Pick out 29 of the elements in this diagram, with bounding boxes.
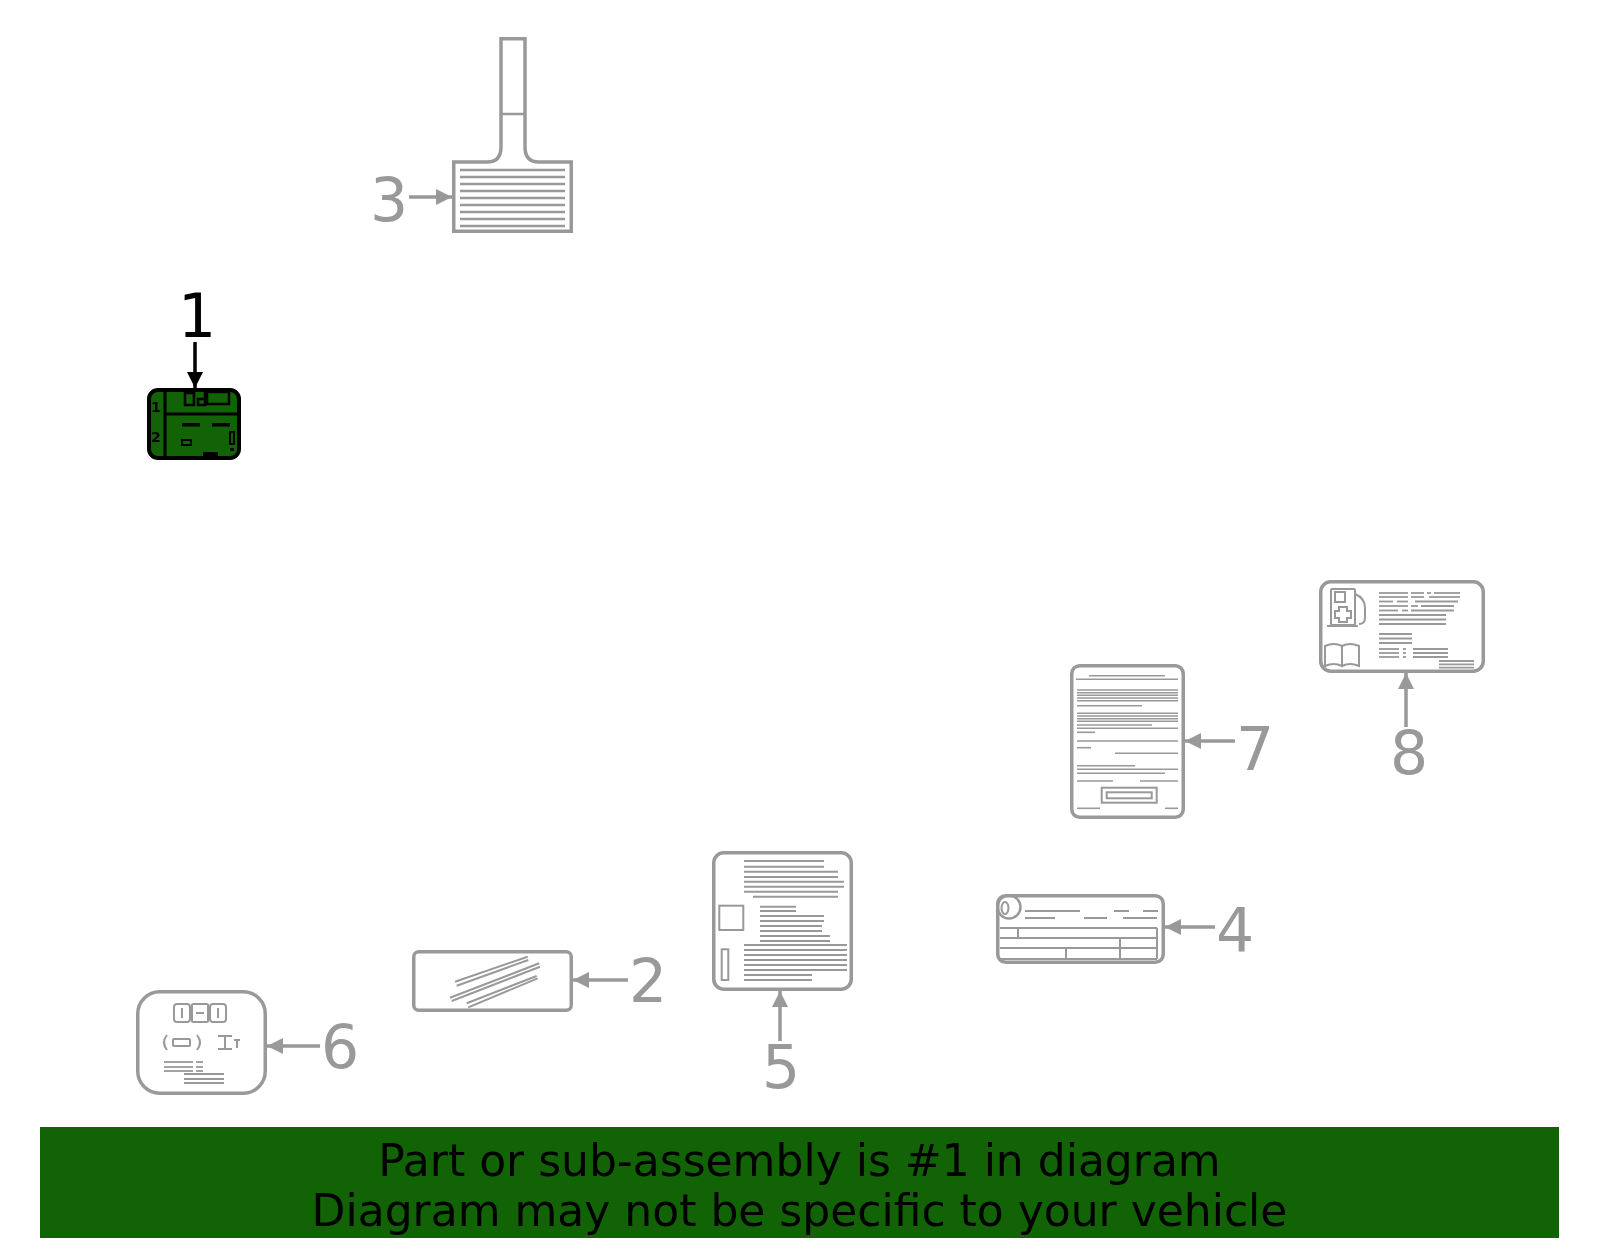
label-drawing bbox=[136, 990, 267, 1095]
leader-arrow bbox=[409, 189, 452, 205]
label-drawing bbox=[996, 894, 1165, 964]
callout-number: 7 bbox=[1235, 723, 1275, 775]
leader-arrow bbox=[1165, 919, 1215, 935]
printed-digit: 1 bbox=[151, 400, 161, 414]
callout-number: 4 bbox=[1215, 904, 1255, 956]
label-drawing bbox=[412, 950, 573, 1012]
printed-digit: 2 bbox=[151, 430, 161, 444]
callout-number: 1 bbox=[177, 290, 217, 342]
banner-text: Diagram may not be specific to your vehicle bbox=[311, 1186, 1288, 1236]
tag-drawing bbox=[452, 37, 573, 233]
leader-arrow bbox=[187, 342, 203, 388]
label-drawing bbox=[1319, 580, 1485, 673]
label-drawing bbox=[712, 851, 853, 991]
leader-arrow bbox=[267, 1038, 320, 1054]
notice-banner bbox=[40, 1127, 1559, 1238]
callout-number: 3 bbox=[369, 174, 409, 226]
callout-number: 2 bbox=[628, 955, 668, 1007]
callout-number: 8 bbox=[1389, 727, 1429, 779]
leader-arrow bbox=[1185, 733, 1235, 749]
callout-number: 5 bbox=[761, 1041, 801, 1093]
banner-text: Part or sub-assembly is #1 in diagram bbox=[378, 1136, 1221, 1186]
leader-arrow bbox=[573, 972, 628, 988]
label-drawing bbox=[147, 388, 241, 460]
leader-arrow bbox=[1398, 673, 1414, 727]
leader-arrow bbox=[772, 991, 788, 1041]
callout-number: 6 bbox=[320, 1021, 360, 1073]
label-drawing bbox=[1070, 664, 1185, 819]
